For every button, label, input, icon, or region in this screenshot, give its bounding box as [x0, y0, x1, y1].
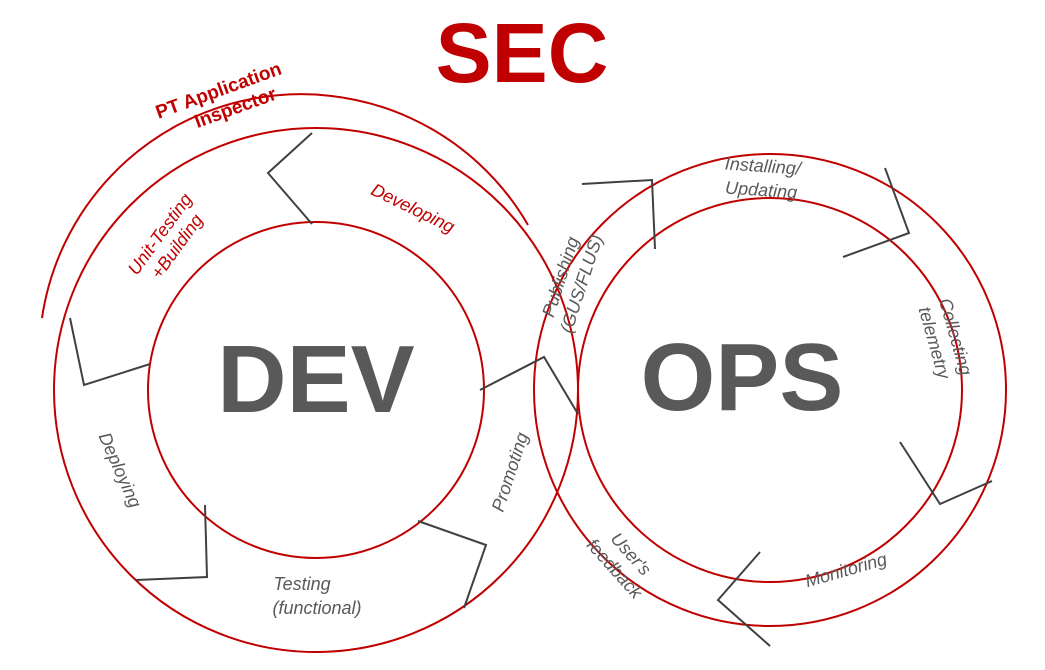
stage-monitoring-label: Monitoring [803, 549, 889, 591]
stage-testing-line1: Testing [273, 574, 330, 594]
stage-promoting: Promoting [488, 430, 532, 514]
ops-outer-ring [533, 153, 1007, 627]
stage-collecting: Collecting telemetry [915, 296, 976, 382]
dev-label: DEV [217, 326, 414, 433]
ops-separator-installing [842, 167, 911, 258]
stage-testing-line2: (functional) [272, 598, 361, 618]
dev-separator-promoting [479, 355, 579, 415]
tool-coverage-arc [41, 93, 529, 319]
ops-separator-publishing [581, 178, 656, 250]
dev-separator-developing [266, 132, 313, 225]
dev-separator-unit-testing [69, 317, 151, 387]
dev-inner-ring [147, 221, 485, 559]
sec-title: SEC [436, 6, 609, 100]
stage-installing-line1: Installing/ [724, 153, 803, 178]
ops-separator-monitoring [716, 551, 771, 647]
stage-developing: Developing [368, 179, 458, 236]
stage-deploying: Deploying [95, 429, 146, 510]
ops-separator-collecting [899, 441, 993, 506]
stage-testing: Testing (functional) [272, 574, 361, 618]
stage-installing: Installing/ Updating [724, 153, 803, 202]
stage-installing-line2: Updating [725, 177, 798, 202]
ops-label: OPS [641, 324, 844, 431]
dev-separator-testing [417, 520, 488, 609]
ops-inner-ring [577, 197, 963, 583]
stage-deploying-label: Deploying [95, 429, 146, 510]
dev-separator-deploying [135, 504, 209, 581]
stage-developing-label: Developing [368, 179, 458, 236]
stage-feedback: User's feedback [583, 529, 656, 604]
stage-unit-testing: Unit-Testing +Building [124, 190, 207, 283]
stage-monitoring: Monitoring [803, 549, 889, 591]
stage-promoting-label: Promoting [488, 430, 532, 514]
